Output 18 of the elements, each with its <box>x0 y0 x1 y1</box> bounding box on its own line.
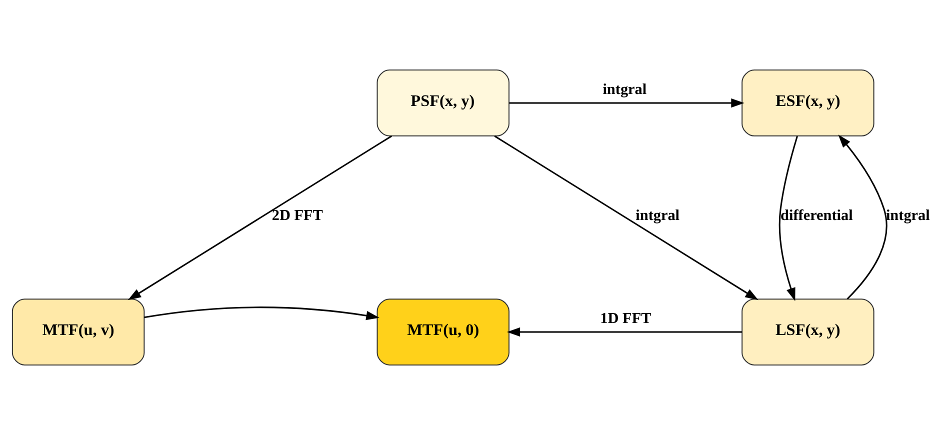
arrow <box>509 98 744 108</box>
arrow <box>838 134 888 300</box>
edge-label: intgral <box>636 206 680 224</box>
arrow <box>778 135 798 301</box>
arrow <box>128 134 392 300</box>
arrow <box>494 134 758 300</box>
arrow <box>506 326 742 336</box>
edge-label: differential <box>780 206 853 224</box>
edge-label: 1D FFT <box>600 309 652 326</box>
edge-label: intgral <box>886 206 930 224</box>
node-box: PSF(x, y) <box>376 69 510 136</box>
edge-label: 2D FFT <box>272 206 323 224</box>
node-box: MTF(u, v) <box>12 298 145 365</box>
node-box: ESF(x, y) <box>742 69 874 136</box>
edge-label: intgral <box>602 80 647 98</box>
node-box: LSF(x, y) <box>742 298 874 365</box>
arrow <box>144 306 380 320</box>
node-box: MTF(u, 0) <box>376 298 510 365</box>
